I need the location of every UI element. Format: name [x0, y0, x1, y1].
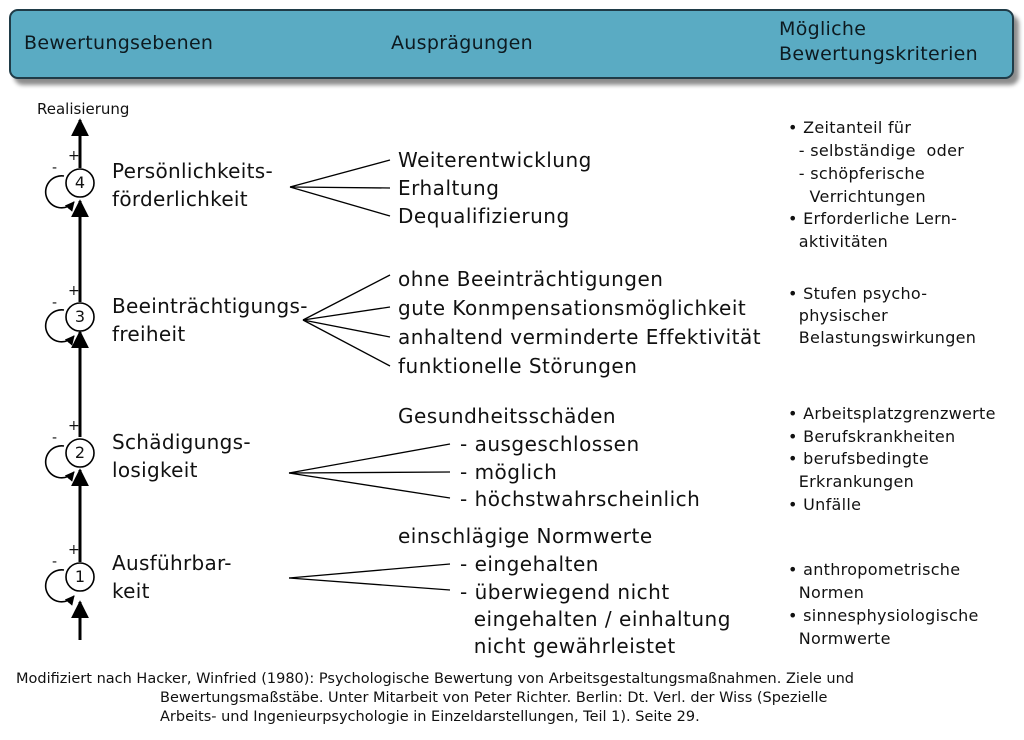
level-2-number: 2	[74, 443, 86, 462]
level-1-label-line1: Ausführbar-	[112, 551, 232, 575]
level-2-node	[44, 438, 95, 482]
level-1-number: 1	[74, 567, 86, 586]
criterion-verrichtungen: Verrichtungen	[788, 187, 926, 206]
level-3-number: 3	[74, 307, 86, 326]
option-heading-normwerte: einschlägige Normwerte	[398, 524, 653, 548]
plus-sign-1: +	[68, 542, 80, 558]
header-col-kriterien-line1: Mögliche	[779, 18, 867, 40]
fan-lines-level-3	[302, 274, 391, 367]
level-4-number: 4	[74, 173, 86, 192]
header-bar	[9, 9, 1014, 79]
option-moeglich: - möglich	[460, 460, 558, 484]
option-hoechstwahrscheinlich: - höchstwahrscheinlich	[460, 487, 701, 511]
axis-label-realisierung: Realisierung	[37, 100, 130, 118]
option-kompensation: gute Konmpensationsmöglichkeit	[398, 296, 747, 320]
option-heading-gesundheitsschaeden: Gesundheitsschäden	[398, 404, 617, 428]
level-3-label-line2: freiheit	[112, 322, 186, 346]
criterion-belastungswirkungen: Belastungswirkungen	[788, 328, 977, 347]
option-nicht-gewaehrleistet: nicht gewährleistet	[460, 634, 676, 658]
criterion-selbstaendige: - selbständige oder	[788, 141, 965, 160]
option-ohne-beeintraechtigungen: ohne Beeinträchtigungen	[398, 267, 664, 291]
header-col-kriterien-line2: Bewertungskriterien	[779, 43, 979, 65]
citation-line2: Bewertungsmaßstäbe. Unter Mitarbeit von …	[160, 690, 828, 706]
minus-sign-3: -	[52, 295, 58, 311]
plus-sign-3: +	[68, 283, 80, 299]
criterion-stufen: • Stufen psycho-	[788, 284, 928, 303]
criterion-berufsbedingte: • berufsbedingte	[788, 449, 930, 468]
option-eingehalten-einhaltung: eingehalten / einhaltung	[460, 607, 731, 631]
criterion-unfaelle: • Unfälle	[788, 495, 862, 514]
criterion-normen: Normen	[788, 583, 865, 602]
citation-line1: Modifiziert nach Hacker, Winfried (1980)…	[16, 671, 854, 687]
criterion-schoepferische: - schöpferische	[788, 164, 925, 183]
option-verminderte-effektivitaet: anhaltend verminderte Effektivität	[398, 325, 762, 349]
criterion-sinnesphysiologische: • sinnesphysiologische	[788, 606, 979, 625]
citation-line3: Arbeits- und Ingenieurpsychologie in Ein…	[160, 709, 700, 725]
minus-sign-2: -	[52, 430, 58, 446]
criterion-lernaktivitaeten: • Erforderliche Lern-	[788, 209, 958, 228]
level-1-label-line2: keit	[112, 579, 150, 603]
level-2-label-line2: losigkeit	[112, 458, 198, 482]
minus-sign-1: -	[52, 554, 58, 570]
option-ueberwiegend-nicht: - überwiegend nicht	[460, 580, 670, 604]
fan-lines-level-1	[288, 563, 451, 591]
option-erhaltung: Erhaltung	[398, 176, 500, 200]
level-2-label-line1: Schädigungs-	[112, 430, 251, 454]
criterion-erkrankungen: Erkrankungen	[788, 472, 915, 491]
option-dequalifizierung: Dequalifizierung	[398, 204, 570, 228]
fan-lines-level-2	[288, 443, 451, 499]
level-4-node	[44, 168, 95, 212]
level-3-node	[44, 302, 95, 346]
criterion-zeitanteil: • Zeitanteil für	[788, 118, 912, 137]
criterion-arbeitsplatzgrenzwerte: • Arbeitsplatzgrenzwerte	[788, 404, 996, 423]
option-ausgeschlossen: - ausgeschlossen	[460, 432, 640, 456]
fan-lines-level-4	[289, 159, 391, 217]
criterion-anthropometrische: • anthropometrische	[788, 560, 961, 579]
plus-sign-2: +	[68, 418, 80, 434]
header-col-auspraegungen: Ausprägungen	[391, 32, 533, 54]
level-1-node	[44, 562, 95, 606]
plus-sign-4: +	[68, 148, 80, 164]
level-4-label-line2: förderlichkeit	[112, 187, 248, 211]
criterion-normwerte: Normwerte	[788, 629, 891, 648]
level-3-label-line1: Beeinträchtigungs-	[112, 294, 308, 318]
criterion-berufskrankheiten: • Berufskrankheiten	[788, 427, 956, 446]
header-col-ebenen: Bewertungsebenen	[24, 32, 214, 54]
option-weiterentwicklung: Weiterentwicklung	[398, 148, 592, 172]
minus-sign-4: -	[52, 160, 58, 176]
option-funktionelle-stoerungen: funktionelle Störungen	[398, 354, 638, 378]
criterion-physischer: physischer	[788, 306, 889, 325]
criterion-aktivitaeten: aktivitäten	[788, 232, 889, 251]
level-4-label-line1: Persönlichkeits-	[112, 159, 274, 183]
option-eingehalten: - eingehalten	[460, 552, 599, 576]
